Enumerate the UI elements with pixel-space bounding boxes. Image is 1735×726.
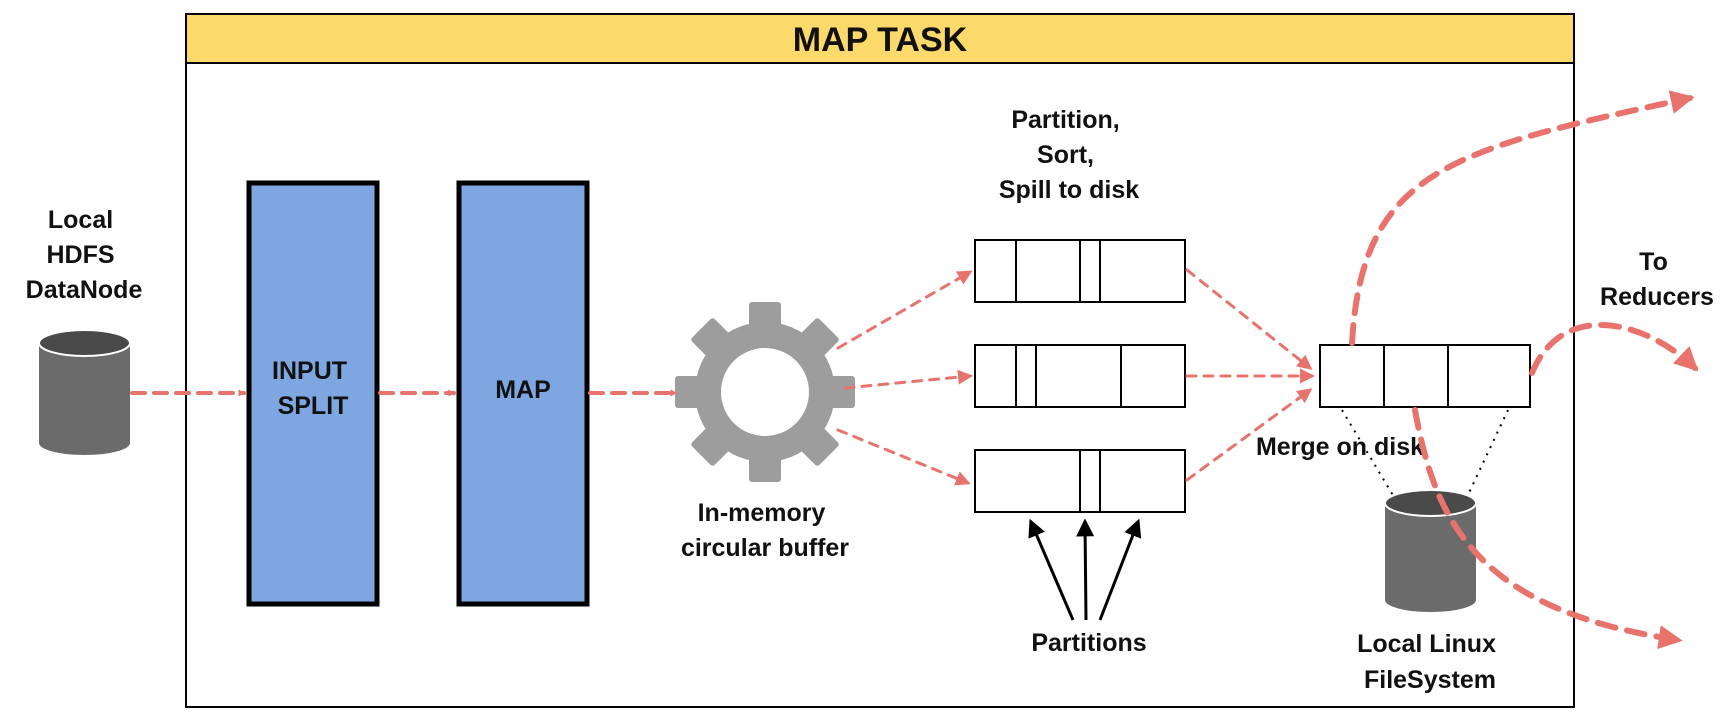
- partition-arrows: [1028, 518, 1142, 621]
- spill-file-1: [974, 239, 1186, 303]
- partitions-label: Partitions: [1031, 629, 1146, 657]
- map-label: MAP: [495, 376, 551, 404]
- local-disk-cylinder-icon: [1384, 489, 1477, 612]
- source-label: Local HDFS DataNode: [26, 206, 143, 304]
- to-reducers-label: To Reducers: [1600, 248, 1714, 311]
- input-split-block: [246, 180, 380, 607]
- buffer-label: In-memory circular buffer: [681, 499, 849, 562]
- merged-file: [1319, 344, 1531, 408]
- disk-dotted-lines: [1341, 409, 1509, 498]
- merge-label: Merge on disk: [1256, 433, 1424, 461]
- spill-file-2: [974, 344, 1186, 408]
- spill-file-3: [974, 449, 1186, 513]
- gear-icon: [675, 302, 855, 482]
- map-task-title: MAP TASK: [793, 21, 968, 59]
- local-fs-label: Local Linux FileSystem: [1357, 630, 1503, 694]
- map-block: [456, 180, 590, 607]
- spill-label: Partition, Sort, Spill to disk: [999, 106, 1139, 204]
- input-split-label: INPUT SPLIT: [272, 357, 354, 420]
- flow-arrows: [130, 90, 1699, 650]
- map-task-header: [185, 13, 1575, 64]
- database-cylinder-icon: [38, 329, 131, 455]
